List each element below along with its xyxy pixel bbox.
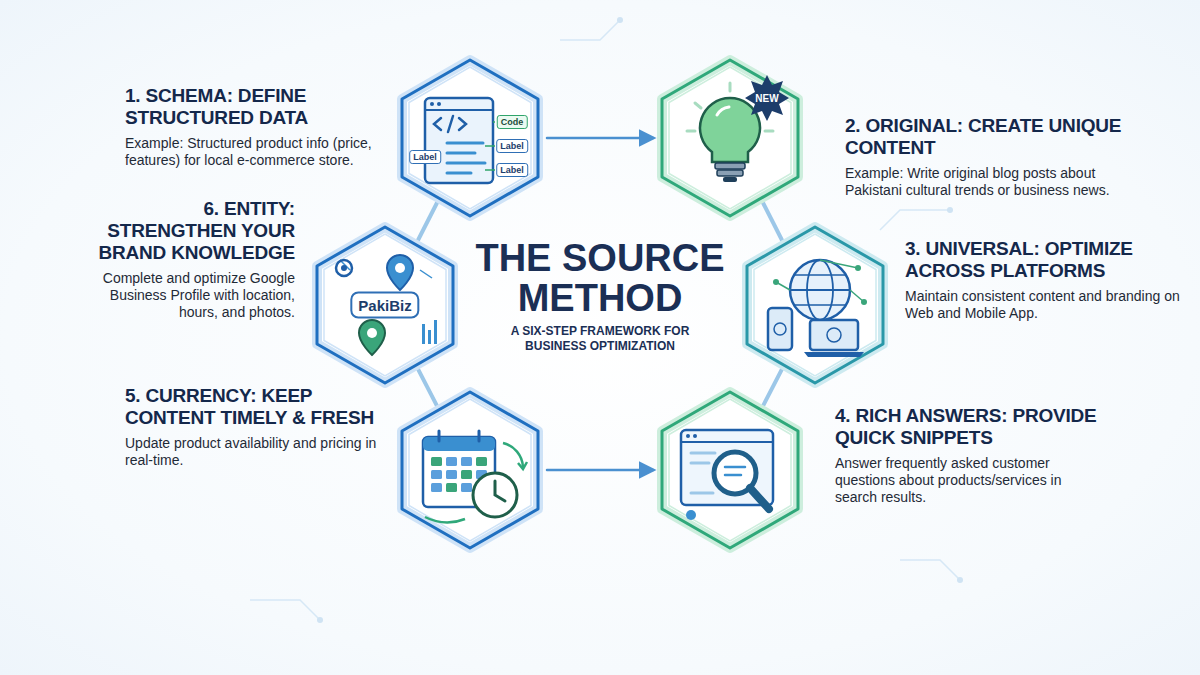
step-icon <box>423 431 527 523</box>
center-title: THE SOURCE METHOD A SIX-STEP FRAMEWORK FO… <box>470 238 730 354</box>
step-description: Example: Structured product info (price,… <box>125 135 380 169</box>
step-icon <box>687 75 789 182</box>
hexagon-outline <box>655 53 805 223</box>
step-heading: 1. SCHEMA: DEFINE STRUCTURED DATA <box>125 85 380 129</box>
step-heading: 5. CURRENCY: KEEP CONTENT TIMELY & FRESH <box>125 385 380 429</box>
step-icon <box>681 430 773 520</box>
step-text: 3. UNIVERSAL: OPTIMIZE ACROSS PLATFORMS M… <box>905 238 1180 322</box>
connector-arrow <box>547 469 653 472</box>
step-description: Update product availability and pricing … <box>125 435 380 469</box>
connector-line <box>417 201 438 242</box>
step-text: 4. RICH ANSWERS: PROVIDE QUICK SNIPPETS A… <box>835 405 1105 506</box>
step-text: 5. CURRENCY: KEEP CONTENT TIMELY & FRESH… <box>125 385 380 469</box>
connector-line <box>762 368 783 408</box>
step-heading: 3. UNIVERSAL: OPTIMIZE ACROSS PLATFORMS <box>905 238 1180 282</box>
step-icon <box>336 255 437 355</box>
hexagon-outline <box>740 220 890 390</box>
step-hexagon: 5. CURRENCY: KEEP CONTENT TIMELY & FRESH… <box>395 385 545 555</box>
step-heading: 2. ORIGINAL: CREATE UNIQUE CONTENT <box>845 115 1135 159</box>
hexagon-outline <box>395 385 545 555</box>
step-description: Answer frequently asked customer questio… <box>835 455 1105 506</box>
step-description: Example: Write original blog posts about… <box>845 165 1135 199</box>
step-text: 2. ORIGINAL: CREATE UNIQUE CONTENT Exampl… <box>845 115 1135 199</box>
step-hexagon: 1. SCHEMA: DEFINE STRUCTURED DATAExample… <box>395 53 545 223</box>
step-hexagon: 3. UNIVERSAL: OPTIMIZE ACROSS PLATFORMSM… <box>740 220 890 390</box>
hexagon-outline <box>310 220 460 390</box>
diagram-caption: A SIX-STEP FRAMEWORK FOR BUSINESS OPTIMI… <box>510 324 690 354</box>
step-heading: 4. RICH ANSWERS: PROVIDE QUICK SNIPPETS <box>835 405 1105 449</box>
step-hexagon: 4. RICH ANSWERS: PROVIDE QUICK SNIPPETSA… <box>655 385 805 555</box>
step-description: Complete and optimize Google Business Pr… <box>80 270 295 321</box>
hexagon-outline <box>655 385 805 555</box>
step-hexagon: 2. ORIGINAL: CREATE UNIQUE CONTENTExampl… <box>655 53 805 223</box>
step-text: 6. ENTITY: STRENGTHEN YOUR BRAND KNOWLED… <box>80 198 295 321</box>
step-text: 1. SCHEMA: DEFINE STRUCTURED DATA Example… <box>125 85 380 169</box>
step-icon <box>425 98 495 183</box>
step-description: Maintain consistent content and branding… <box>905 288 1180 322</box>
step-hexagon: 6. ENTITY: STRENGTHEN YOUR BRAND KNOWLED… <box>310 220 460 390</box>
connector-arrow <box>547 137 653 140</box>
connector-line <box>417 368 438 408</box>
step-heading: 6. ENTITY: STRENGTHEN YOUR BRAND KNOWLED… <box>80 198 295 264</box>
hexagon-outline <box>395 53 545 223</box>
diagram-title: THE SOURCE METHOD <box>470 238 730 318</box>
connector-line <box>762 201 783 242</box>
step-icon <box>768 260 867 357</box>
